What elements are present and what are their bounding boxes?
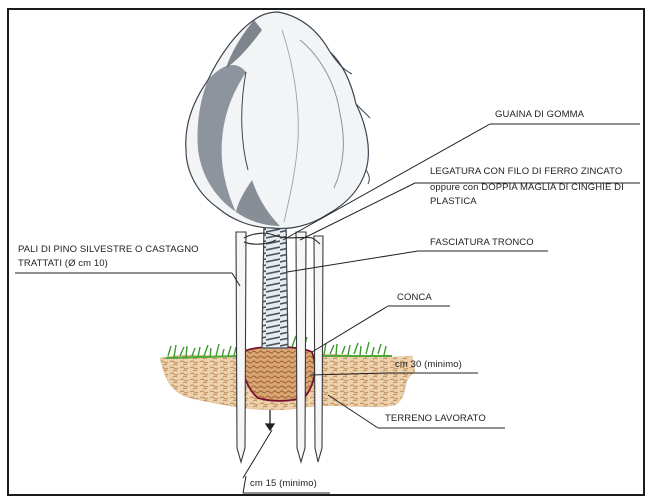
depth-arrow (266, 410, 274, 430)
label-conca: CONCA (397, 292, 432, 304)
label-cm30: cm 30 (minimo) (395, 359, 462, 371)
label-cm15: cm 15 (minimo) (250, 478, 317, 490)
label-fasciatura: FASCIATURA TRONCO (430, 237, 534, 249)
label-pali-line2: TRATTATI (Ø cm 10) (18, 258, 108, 270)
label-legatura-line1: LEGATURA CON FILO DI FERRO ZINCATO (430, 166, 622, 178)
label-pali-line1: PALI DI PINO SILVESTRE O CASTAGNO (18, 244, 199, 256)
tree-crown (186, 12, 370, 228)
label-terreno: TERRENO LAVORATO (385, 413, 486, 425)
label-guaina: GUAINA DI GOMMA (495, 109, 584, 121)
label-legatura-line2: oppure con DOPPIA MAGLIA DI CINGHIE DI (430, 182, 624, 194)
label-legatura-line3: PLASTICA (430, 196, 477, 208)
